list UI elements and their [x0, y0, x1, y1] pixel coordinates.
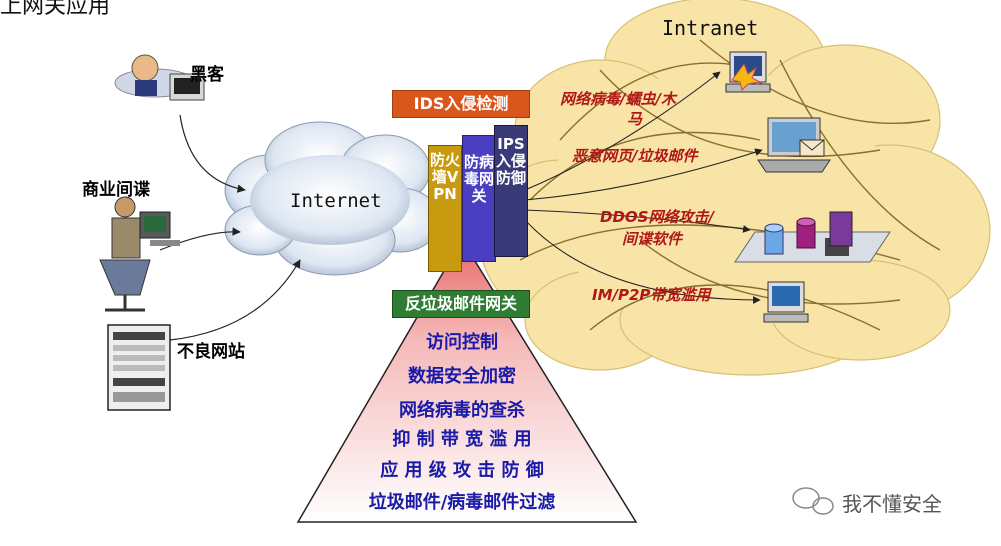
server-icon — [107, 324, 171, 411]
threat-im-p2p: IM/P2P带宽滥用 — [592, 286, 711, 304]
p2p-pc-icon — [763, 281, 809, 323]
intranet-label: Intranet — [662, 16, 759, 40]
firewall-block: 防火墙VPN — [428, 145, 462, 272]
ips-block: IPS入侵防御 — [494, 125, 528, 257]
internet-cloud — [224, 121, 441, 276]
hacker-icon — [114, 54, 205, 101]
pyramid-item: 垃圾邮件/病毒邮件过滤 — [368, 492, 556, 513]
hacker-label: 黑客 — [190, 65, 224, 85]
laptop-email-icon — [757, 117, 831, 173]
pyramid-item: 访问控制 — [426, 332, 498, 353]
pyramid-item: 网络病毒的查杀 — [399, 400, 525, 421]
spy-label: 商业间谍 — [82, 180, 150, 200]
infected-pc-icon — [725, 51, 771, 93]
threat-malicious-web: 恶意网页/垃圾邮件 — [572, 147, 698, 165]
security-pyramid — [296, 238, 638, 523]
antivirus-block: 防病毒网关 — [462, 135, 496, 262]
spy-icon — [99, 196, 180, 312]
firewall-label: 防火墙VPN — [429, 151, 460, 203]
ips-label: IPS入侵防御 — [495, 135, 526, 187]
watermark-text: 我不懂安全 — [842, 492, 942, 516]
ids-banner: IDS入侵检测 — [392, 90, 530, 118]
internet-label: Internet — [290, 190, 382, 212]
wechat-icon — [792, 487, 834, 515]
page-title: 上网关应用 — [0, 0, 111, 19]
threat-virus-line1: 网络病毒/蠕虫/木 — [560, 90, 676, 108]
pyramid-item: 应 用 级 攻 击 防 御 — [380, 460, 544, 481]
threat-virus-line2: 马 — [627, 110, 643, 128]
antispam-banner: 反垃圾邮件网关 — [392, 290, 530, 318]
antivirus-label: 防病毒网关 — [463, 153, 494, 205]
threat-ddos-line2: 间谍软件 — [622, 230, 683, 248]
pyramid-item: 数据安全加密 — [408, 366, 516, 387]
threat-ddos-line1: DDOS网络攻击/ — [600, 208, 714, 226]
pyramid-item: 抑 制 带 宽 滥 用 — [392, 429, 532, 450]
server-cluster-icon — [734, 211, 891, 263]
bad-site-label: 不良网站 — [177, 342, 245, 362]
